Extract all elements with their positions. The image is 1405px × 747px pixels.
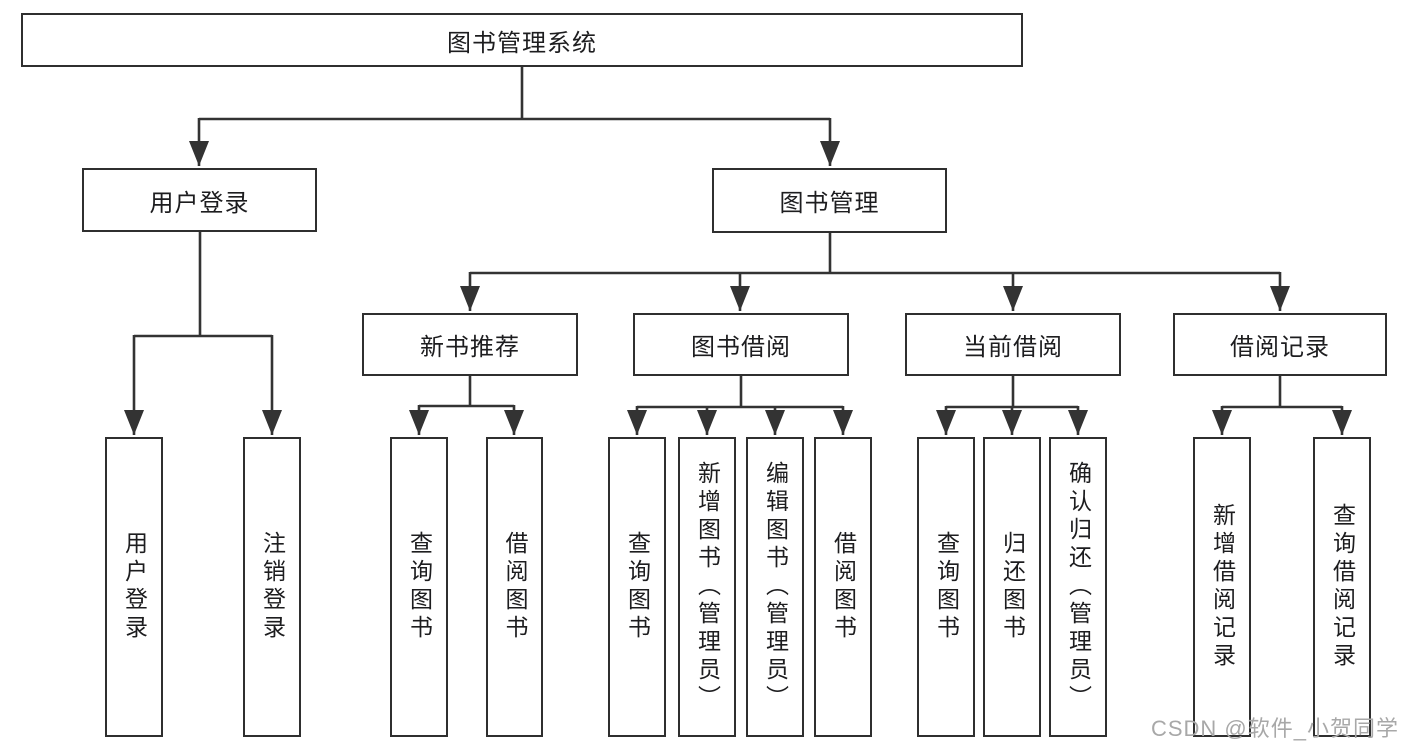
node-leaf-logout: 注销登录 — [243, 437, 301, 737]
node-leaf-query-books-current: 查询图书 — [917, 437, 975, 737]
connector-group — [124, 66, 1352, 435]
node-leaf-query-books: 查询图书 — [608, 437, 666, 737]
node-leaf-add-borrow-record: 新增借阅记录 — [1193, 437, 1251, 737]
node-leaf-query-books-recommend: 查询图书 — [390, 437, 448, 737]
node-book-management: 图书管理 — [712, 168, 947, 233]
node-leaf-borrow-books: 借阅图书 — [814, 437, 872, 737]
node-leaf-user-login: 用户登录 — [105, 437, 163, 737]
node-leaf-borrow-books-recommend: 借阅图书 — [486, 437, 543, 737]
node-new-book-recommendation: 新书推荐 — [362, 313, 578, 376]
node-leaf-confirm-return-admin: 确认归还（管理员） — [1049, 437, 1107, 737]
node-library-management-system: 图书管理系统 — [21, 13, 1023, 67]
node-user-login: 用户登录 — [82, 168, 317, 232]
node-current-borrowing: 当前借阅 — [905, 313, 1121, 376]
node-leaf-query-borrow-record: 查询借阅记录 — [1313, 437, 1371, 737]
watermark: CSDN @软件_小贺同学 — [1150, 716, 1399, 741]
node-borrowing-records: 借阅记录 — [1173, 313, 1387, 376]
node-book-borrowing: 图书借阅 — [633, 313, 849, 376]
node-leaf-edit-books-admin: 编辑图书（管理员） — [746, 437, 804, 737]
node-leaf-return-books: 归还图书 — [983, 437, 1041, 737]
node-leaf-add-books-admin: 新增图书（管理员） — [678, 437, 736, 737]
